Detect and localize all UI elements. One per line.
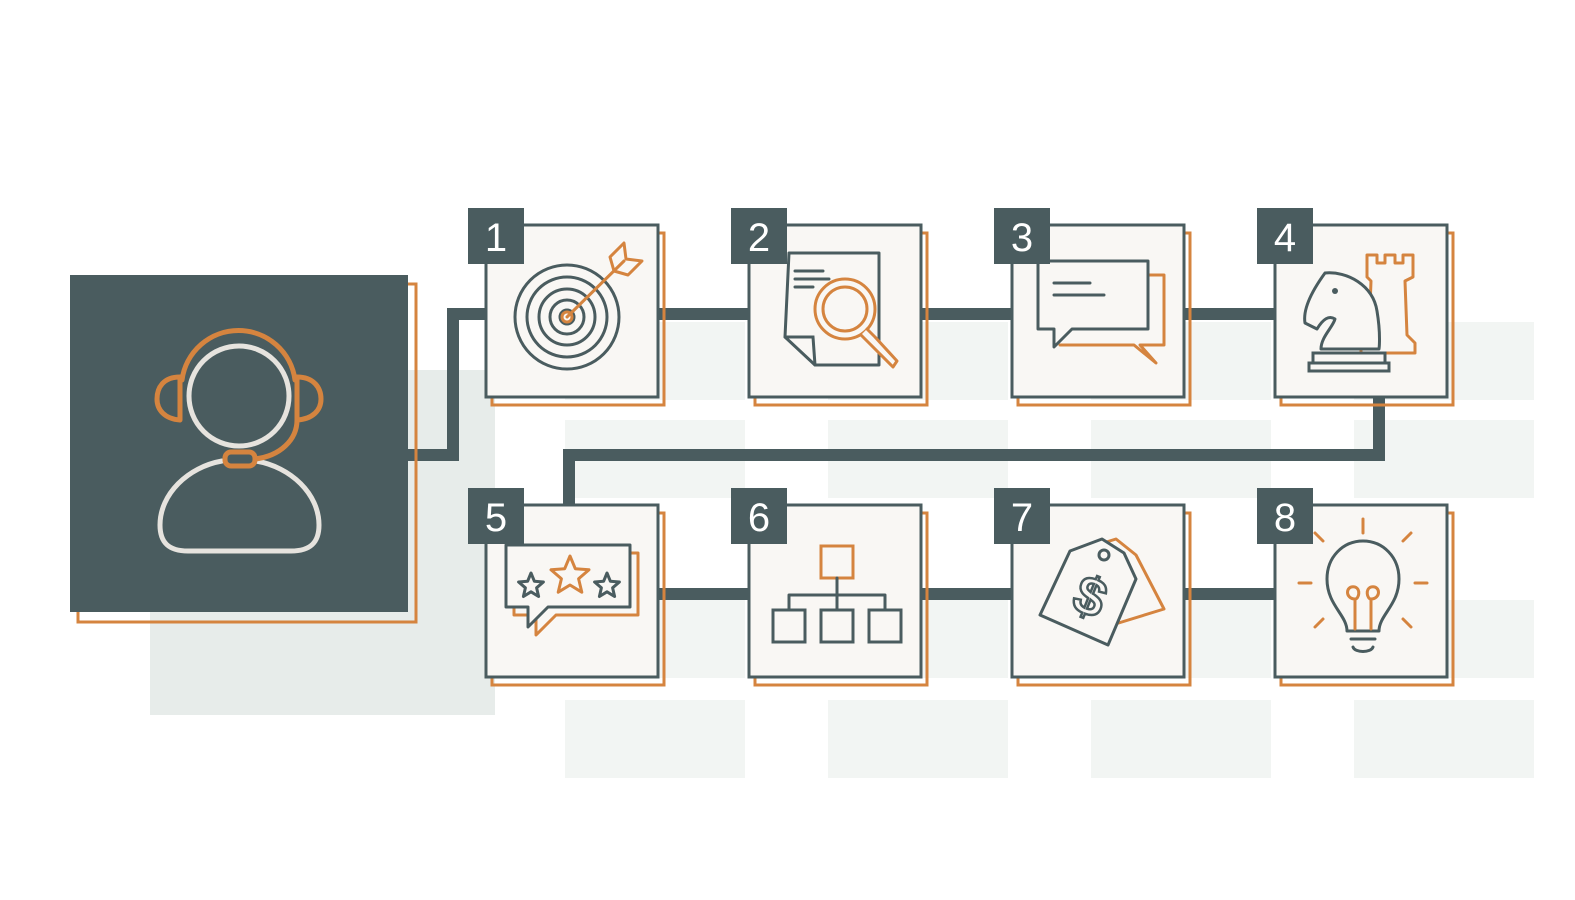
step-card-6[interactable]: 6 <box>731 488 929 687</box>
step-card-7[interactable]: $7 <box>994 488 1192 687</box>
agent-card[interactable] <box>70 275 418 624</box>
step-number-badge <box>994 488 1050 544</box>
step-card-1[interactable]: 1 <box>468 208 666 407</box>
connector-lines <box>408 308 1385 600</box>
hierarchy-chart-icon <box>771 544 903 644</box>
step-number-label: 1 <box>485 216 507 260</box>
step-card-8[interactable]: 8 <box>1257 488 1455 687</box>
background-shadow <box>828 700 1008 778</box>
step-number-badge <box>1257 488 1313 544</box>
step-card-5[interactable]: 5 <box>468 488 666 687</box>
star-rating-bubble-icon <box>504 543 640 637</box>
price-tag-dollar-icon: $ <box>1038 537 1166 647</box>
step-number-label: 6 <box>748 496 770 540</box>
step-cards: 1 2 3 4 5 6 $7 8 <box>468 208 1455 687</box>
background-shadow <box>1091 700 1271 778</box>
step-number-label: 5 <box>485 496 507 540</box>
step-number-label: 3 <box>1011 216 1033 260</box>
step-number-label: 8 <box>1274 496 1296 540</box>
step-number-label: 2 <box>748 216 770 260</box>
step-number-label: 7 <box>1011 496 1033 540</box>
step-number-badge <box>1257 208 1313 264</box>
step-number-badge <box>731 208 787 264</box>
step-number-label: 4 <box>1274 216 1296 260</box>
step-card-4[interactable]: 4 <box>1257 208 1455 407</box>
step-card-2[interactable]: 2 <box>731 208 929 407</box>
step-card-3[interactable]: 3 <box>994 208 1192 407</box>
step-number-badge <box>468 208 524 264</box>
connector-line <box>408 308 486 461</box>
step-number-badge <box>994 208 1050 264</box>
target-arrow-icon <box>513 241 644 371</box>
step-number-badge <box>731 488 787 544</box>
chess-knight-rook-icon <box>1303 253 1417 373</box>
chat-bubbles-icon <box>1036 259 1166 365</box>
connector-line <box>563 397 1385 505</box>
customer-support-headset-icon <box>154 328 324 554</box>
background-shadow <box>565 700 745 778</box>
light-bulb-idea-icon <box>1297 517 1429 653</box>
background-shadow <box>1354 700 1534 778</box>
step-number-badge <box>468 488 524 544</box>
document-magnifier-icon <box>783 251 899 369</box>
